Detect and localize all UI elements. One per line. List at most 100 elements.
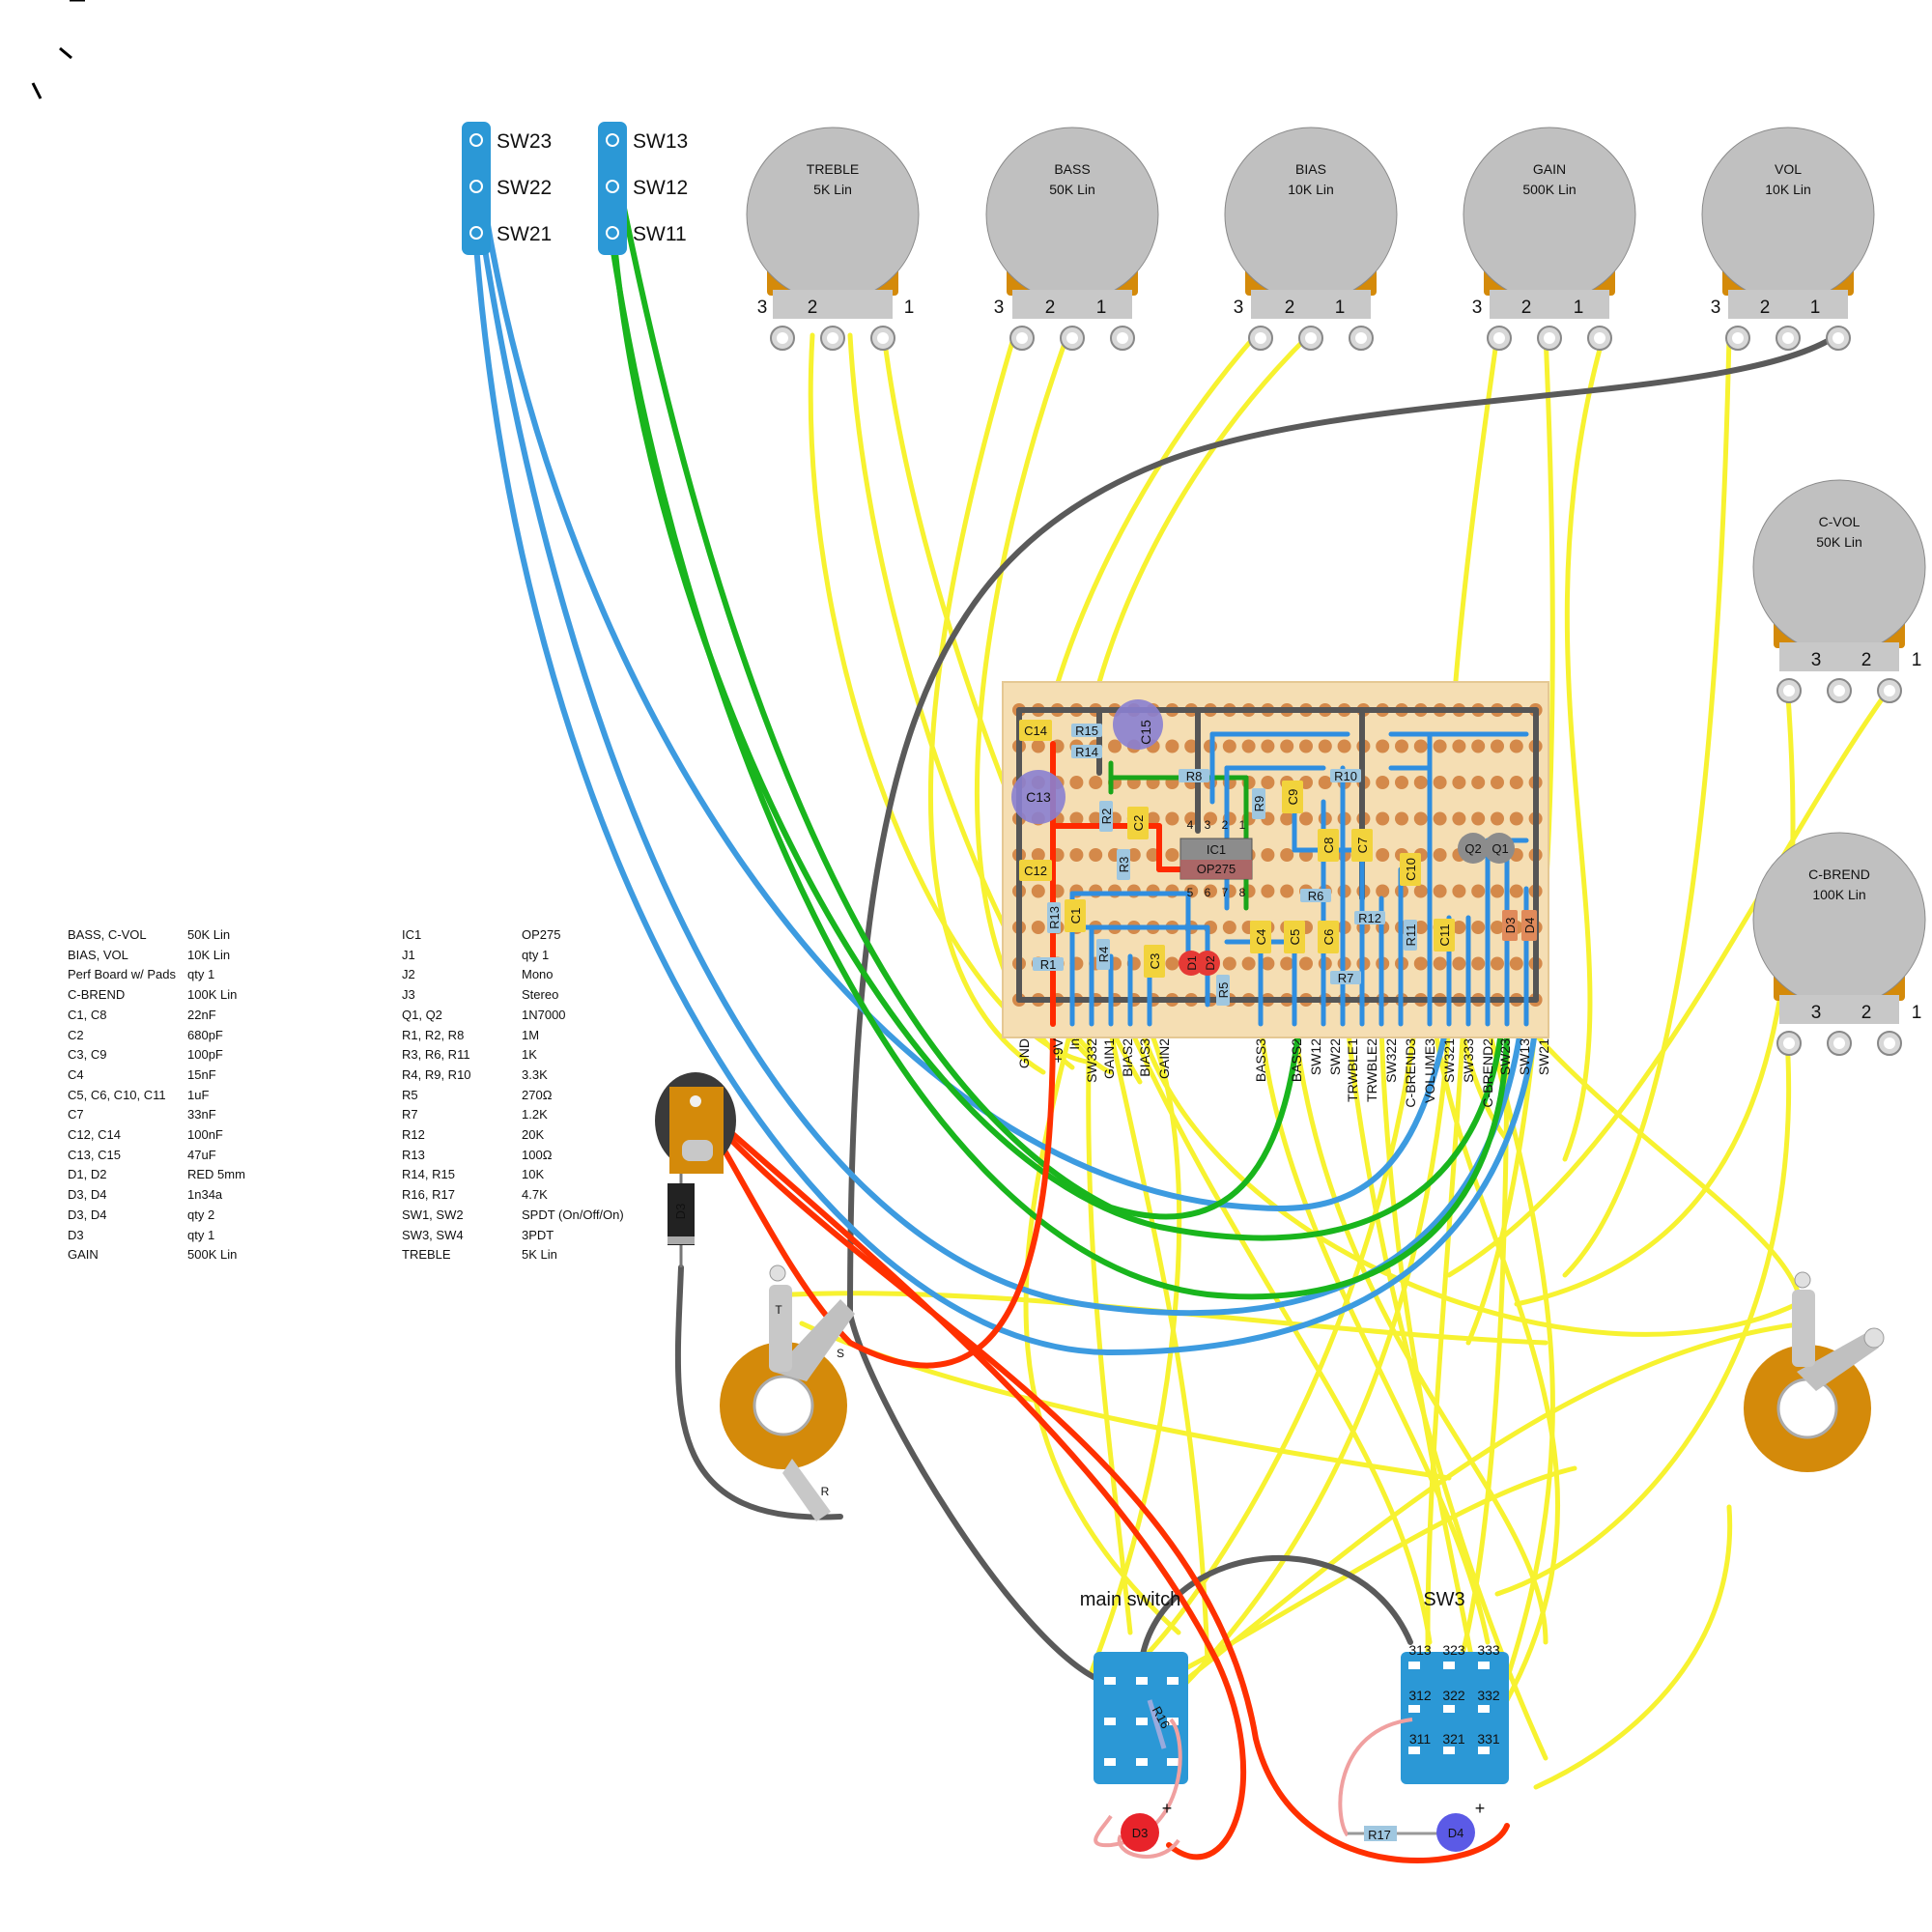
board-pad xyxy=(1509,956,1523,971)
board-pad xyxy=(1376,848,1390,862)
pad-label: TRWBLE2 xyxy=(1364,1038,1379,1102)
bom-value: 100pF xyxy=(187,1047,223,1063)
pin-label: 3 xyxy=(1811,650,1822,670)
bom-value: qty 1 xyxy=(187,967,215,982)
board-pad xyxy=(1165,739,1179,753)
main-switch[interactable]: main switch R16 xyxy=(1080,1589,1188,1784)
bom-part: R13 xyxy=(402,1147,425,1162)
board-pad xyxy=(1433,884,1447,898)
bom-part: D3, D4 xyxy=(68,1207,107,1222)
board-pad xyxy=(1089,811,1103,826)
bom-value: 50K Lin xyxy=(187,927,231,942)
board-pad xyxy=(1471,776,1486,789)
bom-part: C13, C15 xyxy=(68,1147,121,1162)
part-label: R7 xyxy=(1338,971,1354,985)
resistor: R13 xyxy=(1047,902,1062,933)
board-pad xyxy=(1413,739,1428,753)
pot-bass[interactable]: BASS 50K Lin 3 2 1 xyxy=(985,127,1159,351)
ic-label: IC1 xyxy=(1207,842,1226,857)
pad-label: +9V xyxy=(1050,1037,1065,1063)
switch-title: main switch xyxy=(1080,1589,1180,1610)
pot-c-brend[interactable]: C-BREND 100K Lin 3 2 1 xyxy=(1752,832,1926,1056)
corner-marks xyxy=(31,0,85,99)
bom-value: qty 2 xyxy=(187,1207,215,1222)
pot-treble[interactable]: TREBLE 5K Lin 3 2 1 xyxy=(746,127,920,351)
bom-part: R16, R17 xyxy=(402,1187,455,1203)
part-label: C5 xyxy=(1288,929,1302,946)
board-pad xyxy=(1395,776,1408,789)
part-label: C13 xyxy=(1026,789,1051,805)
bom-part: C12, C14 xyxy=(68,1127,121,1143)
board-pad xyxy=(1069,776,1084,789)
board-pad xyxy=(1433,739,1447,753)
bom-value: 10K xyxy=(522,1167,545,1182)
jack-output[interactable] xyxy=(1744,1271,1885,1472)
jack-letter: S xyxy=(837,1347,844,1360)
board-pad xyxy=(1031,884,1045,898)
bom-value: 1n34a xyxy=(187,1187,223,1203)
pin-label: 1 xyxy=(1096,298,1107,318)
part-label: C12 xyxy=(1024,864,1047,878)
board-pad xyxy=(1376,739,1390,753)
pin-label: 2 xyxy=(1861,1003,1872,1023)
bom-part: R7 xyxy=(402,1107,418,1122)
pot-value: 100K Lin xyxy=(1812,887,1865,902)
perf-board: IC1 OP275 4 3 2 1 5 6 7 8 C15 C13 Q2 Q1 … xyxy=(1002,681,1551,1108)
board-pad xyxy=(1491,811,1504,826)
bom-part: C2 xyxy=(68,1027,84,1042)
bom-part: TREBLE xyxy=(402,1247,451,1263)
pin-label: 3 xyxy=(1811,1003,1822,1023)
jack-letter: R xyxy=(821,1485,830,1498)
bom-value: Stereo xyxy=(522,987,559,1003)
bom-value: qty 1 xyxy=(522,947,550,962)
board-pad xyxy=(1165,811,1179,826)
pad-label: BASS3 xyxy=(1253,1038,1268,1082)
bom-value: 680pF xyxy=(187,1027,223,1042)
pot-gain[interactable]: GAIN 500K Lin 3 2 1 xyxy=(1463,127,1636,351)
bom-part: Perf Board w/ Pads xyxy=(68,967,176,982)
dc-power-jack[interactable] xyxy=(655,1072,736,1174)
pad-label: GAIN1 xyxy=(1101,1038,1117,1079)
pad-label: SW21 xyxy=(1536,1038,1551,1075)
board-pad xyxy=(1452,884,1466,898)
board-pad xyxy=(1069,811,1084,826)
toggle-sw2[interactable]: SW23 SW22 SW21 xyxy=(462,122,552,255)
part-label: C15 xyxy=(1138,720,1153,745)
bom-part: R5 xyxy=(402,1087,418,1102)
ic-pin: 1 xyxy=(1239,818,1246,832)
pot-vol[interactable]: VOL 10K Lin 3 2 1 xyxy=(1701,127,1875,351)
led-label: D3 xyxy=(1132,1826,1149,1840)
ic-chip: OP275 xyxy=(1197,862,1236,876)
toggle-label: SW22 xyxy=(497,177,552,199)
bom-value: 1.2K xyxy=(522,1107,548,1122)
board-pad xyxy=(1471,921,1486,934)
board-pad xyxy=(1491,776,1504,789)
bom-part: GAIN xyxy=(68,1247,99,1263)
board-pad xyxy=(1031,921,1045,934)
bom-row: D3, D4 qty 2 xyxy=(68,1206,245,1226)
switch-title: SW3 xyxy=(1423,1589,1464,1610)
board-pad xyxy=(1413,811,1428,826)
sw3-switch[interactable]: SW3 313 323 333 312 322 332 311 321 331 xyxy=(1401,1589,1509,1784)
bom-part: C7 xyxy=(68,1107,84,1122)
board-pad xyxy=(1509,884,1523,898)
bom-value: 4.7K xyxy=(522,1187,548,1203)
jack-input[interactable]: T S R xyxy=(720,1264,855,1521)
pad-label: SW321 xyxy=(1441,1038,1457,1083)
board-pad xyxy=(1413,776,1428,789)
pot-bias[interactable]: BIAS 10K Lin 3 2 1 xyxy=(1224,127,1398,351)
pot-c-vol[interactable]: C-VOL 50K Lin 3 2 1 xyxy=(1752,479,1926,703)
pin-label: 2 xyxy=(1285,298,1295,318)
board-pad xyxy=(1452,739,1466,753)
toggle-sw1[interactable]: SW13 SW12 SW11 xyxy=(598,122,688,255)
board-pad xyxy=(1280,811,1294,826)
board-pad xyxy=(1471,739,1486,753)
pin-label: 1 xyxy=(1912,1003,1922,1023)
